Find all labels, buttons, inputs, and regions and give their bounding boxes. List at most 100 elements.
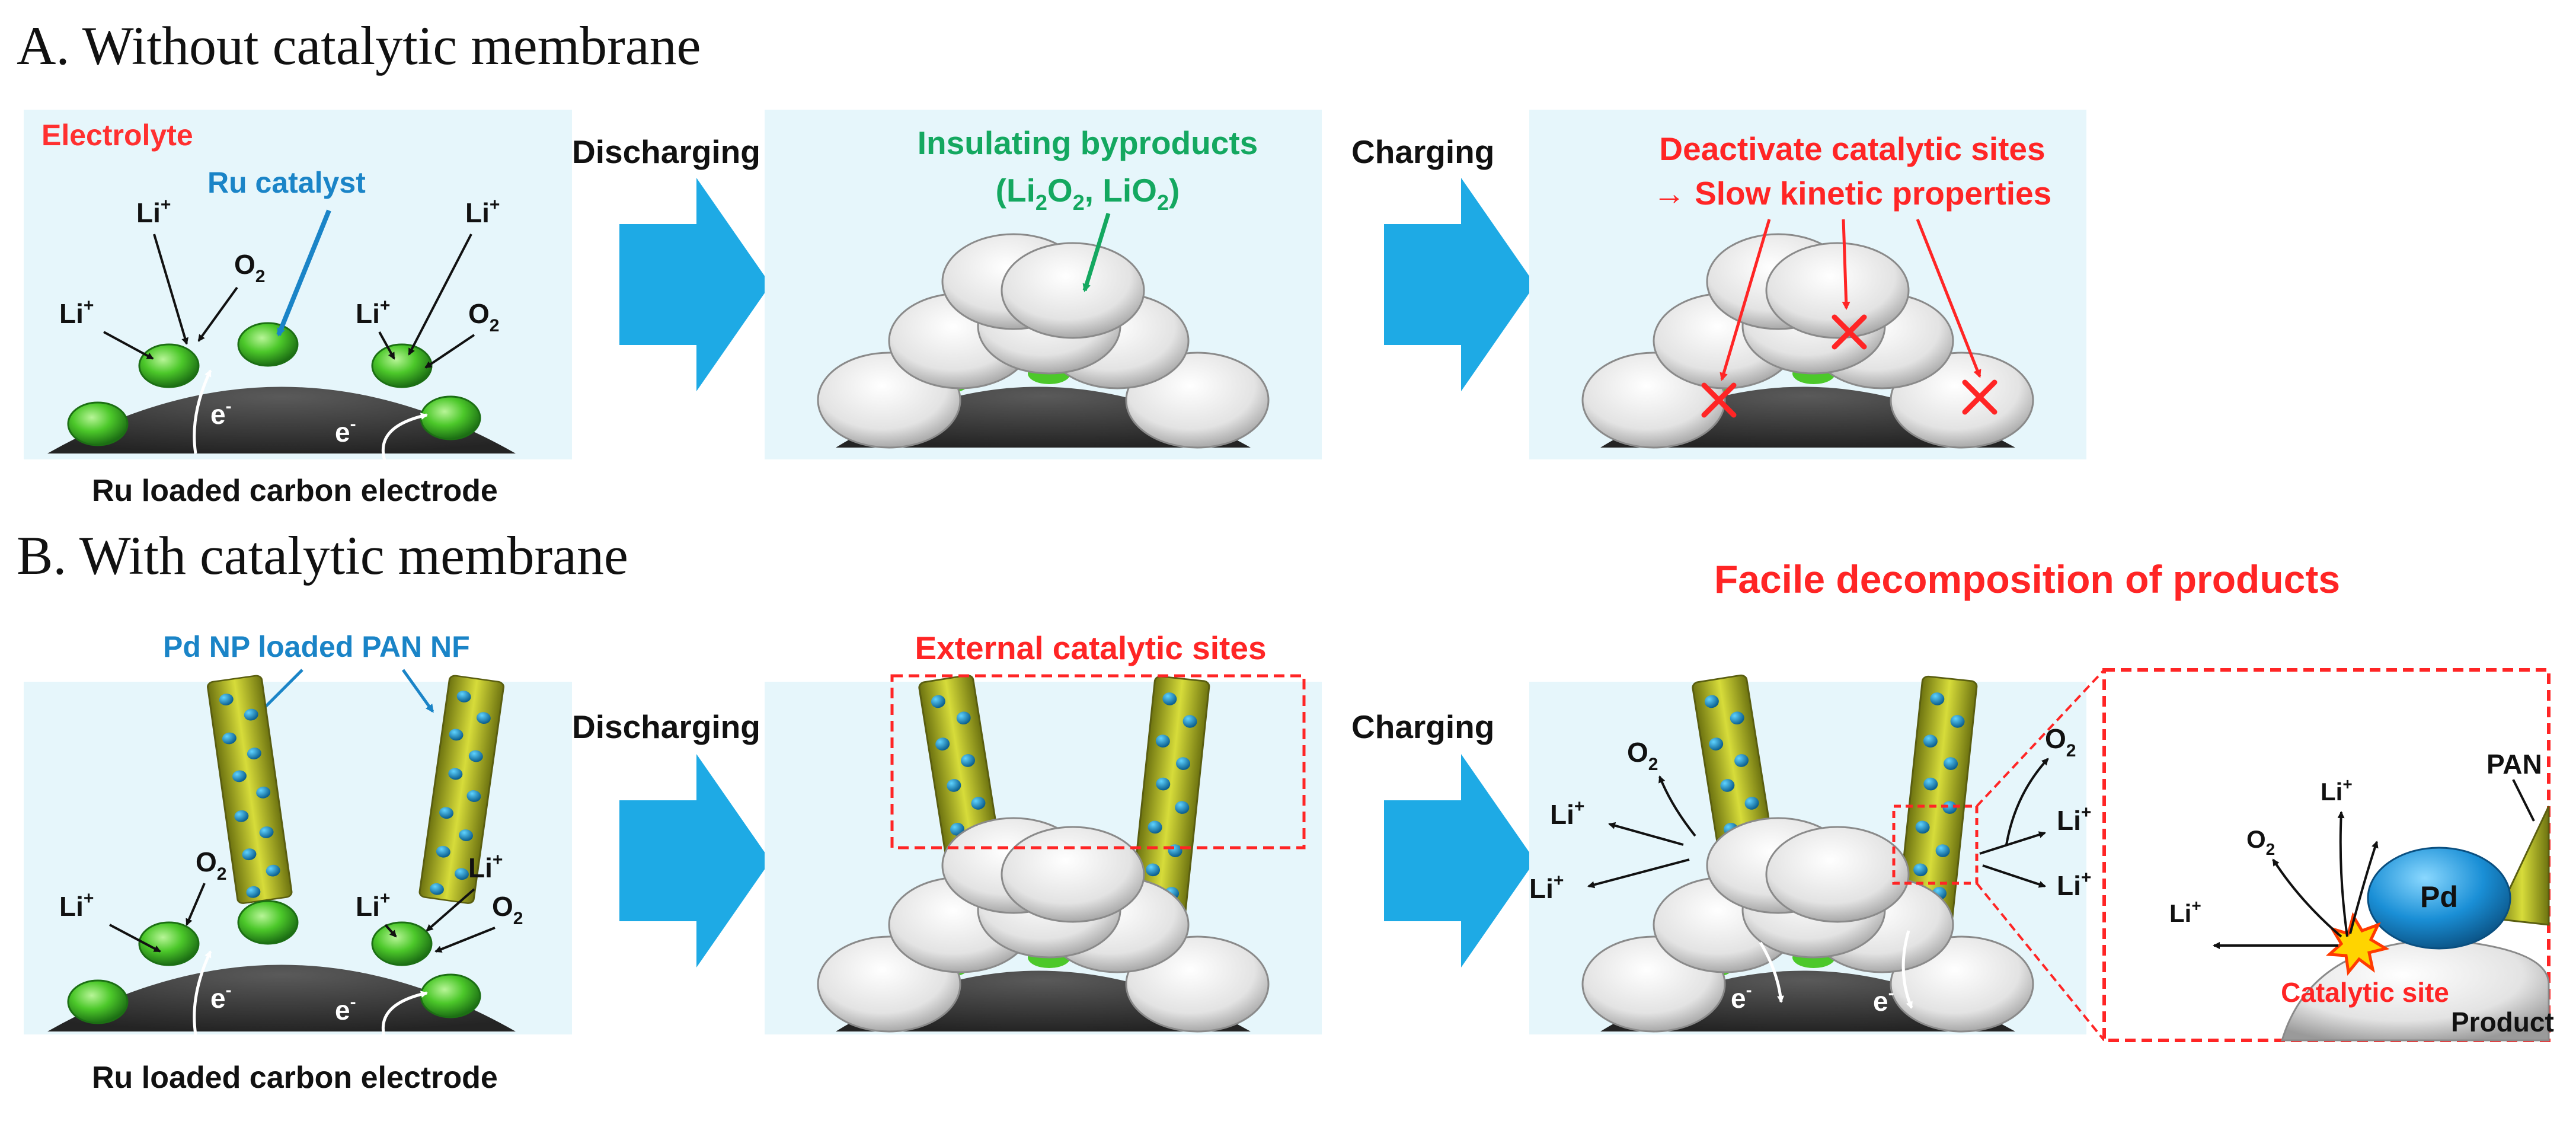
svg-text:Li+: Li+ xyxy=(136,195,171,228)
slow-kinetics-label: → Slow kinetic properties xyxy=(1653,175,2051,212)
electron-charge: - xyxy=(350,992,356,1012)
byproducts-formula-sub: 2 xyxy=(1157,190,1169,215)
svg-text:Li+: Li+ xyxy=(2169,896,2201,927)
o2-label: O xyxy=(492,891,513,922)
li-release-arrow xyxy=(2337,811,2348,937)
li-label: Li xyxy=(356,891,380,922)
li-charge: + xyxy=(161,195,171,215)
o2-release-arrow xyxy=(2349,841,2379,934)
o2-label: O xyxy=(234,249,255,280)
li-label: Li xyxy=(2057,805,2081,836)
o2-subscript: 2 xyxy=(513,909,523,928)
electrode-caption: Ru loaded carbon electrode xyxy=(92,474,498,508)
charging-arrow xyxy=(1384,754,1535,967)
o2-subscript: 2 xyxy=(1648,755,1658,774)
electron-label: e xyxy=(335,995,350,1026)
electron-arrow xyxy=(193,950,212,1035)
li-charge: + xyxy=(2081,803,2092,822)
nf-arrow xyxy=(401,669,434,713)
panel-b2: External catalytic sites xyxy=(765,630,1322,1034)
li-release-arrow xyxy=(1608,822,1684,846)
svg-text:e-: e- xyxy=(1731,981,1752,1014)
o2-arrow xyxy=(197,286,238,342)
svg-text:O2: O2 xyxy=(468,298,499,336)
panel-b3: Facile decomposition of products O2 Li+ … xyxy=(1529,557,2340,1042)
electron-label: e xyxy=(1873,986,1888,1017)
o2-label: O xyxy=(2246,825,2266,853)
byproducts-formula-sub: 2 xyxy=(1035,190,1047,215)
li-release-arrow xyxy=(1587,858,1690,889)
o2-label: O xyxy=(196,847,217,877)
discharging-arrow xyxy=(619,178,771,391)
electron-label: e xyxy=(335,417,350,448)
svg-text:Li+: Li+ xyxy=(2057,803,2091,836)
zoom-connector xyxy=(1976,882,2105,1042)
electron-arrow xyxy=(381,991,428,1041)
li-label: Li xyxy=(356,298,380,329)
section-b-heading: B. With catalytic membrane xyxy=(17,525,628,586)
svg-text:Li+: Li+ xyxy=(59,296,94,329)
svg-text:Li+: Li+ xyxy=(1529,871,1564,904)
svg-text:e-: e- xyxy=(335,992,356,1026)
electron-label: e xyxy=(210,983,226,1014)
li-charge: + xyxy=(2342,775,2352,793)
byproducts-formula: , LiO xyxy=(1085,172,1157,209)
o2-label: O xyxy=(1627,737,1648,768)
svg-text:Li+: Li+ xyxy=(465,195,500,228)
o2-subscript: 2 xyxy=(490,316,500,336)
li-charge: + xyxy=(493,850,503,870)
electron-charge: - xyxy=(350,414,356,434)
electrolyte-label: Electrolyte xyxy=(41,119,193,152)
electron-label: e xyxy=(1731,983,1746,1014)
li-label: Li xyxy=(465,197,490,228)
svg-text:e-: e- xyxy=(210,397,232,430)
electron-charge: - xyxy=(226,397,232,416)
li-arrow xyxy=(103,331,154,360)
o2-subscript: 2 xyxy=(2066,741,2076,761)
li-charge: + xyxy=(380,296,391,315)
pointer-arrow xyxy=(1842,219,1850,310)
svg-text:O2: O2 xyxy=(1627,737,1658,774)
li-arrow xyxy=(378,331,395,360)
li-arrow xyxy=(153,234,188,345)
external-sites-label: External catalytic sites xyxy=(915,630,1266,666)
inset-pan-label: PAN xyxy=(2486,749,2542,780)
li-label: Li xyxy=(1550,799,1574,830)
pan-pointer xyxy=(2512,779,2535,822)
zoom-connector xyxy=(1976,669,2105,807)
svg-text:Li+: Li+ xyxy=(356,296,390,329)
o2-subscript: 2 xyxy=(2266,840,2275,858)
svg-text:Li+: Li+ xyxy=(468,850,503,883)
electron-charge: - xyxy=(1888,983,1894,1003)
svg-text:Li+: Li+ xyxy=(1550,797,1584,830)
li-charge: + xyxy=(2081,868,2092,887)
li-release-arrow xyxy=(1982,864,2046,888)
catalytic-site-burst xyxy=(2325,912,2390,976)
catalytic-site-inset: Pd PAN Catalytic site Product Li+ O2 Li+ xyxy=(2102,668,2554,1042)
inset-pd-particle xyxy=(2367,847,2511,950)
facile-decomposition-title: Facile decomposition of products xyxy=(1714,557,2340,601)
li-label: Li xyxy=(136,197,161,228)
electron-charge: - xyxy=(1746,981,1752,1000)
charging-label: Charging xyxy=(1351,708,1494,745)
byproducts-arrow xyxy=(1082,212,1111,292)
li-charge: + xyxy=(84,889,94,908)
discharging-label: Discharging xyxy=(572,133,760,170)
svg-text:O2: O2 xyxy=(492,891,523,928)
li-charge: + xyxy=(2191,896,2201,915)
o2-subscript: 2 xyxy=(255,267,266,286)
o2-arrow xyxy=(424,334,475,369)
section-a-heading: A. Without catalytic membrane xyxy=(17,15,701,76)
electrode-caption: Ru loaded carbon electrode xyxy=(92,1061,498,1095)
li-charge: + xyxy=(1554,871,1564,890)
deactivated-site-mark xyxy=(1832,314,1867,350)
nf-label: Pd NP loaded PAN NF xyxy=(163,630,470,663)
svg-text:Li+: Li+ xyxy=(356,889,390,922)
li-label: Li xyxy=(2169,899,2191,927)
charging-arrow xyxy=(1384,178,1535,391)
li-label: Li xyxy=(1529,873,1554,904)
svg-text:O2: O2 xyxy=(2246,825,2275,858)
inset-pd-label: Pd xyxy=(2420,880,2458,914)
deactivated-site-mark xyxy=(1701,382,1737,418)
